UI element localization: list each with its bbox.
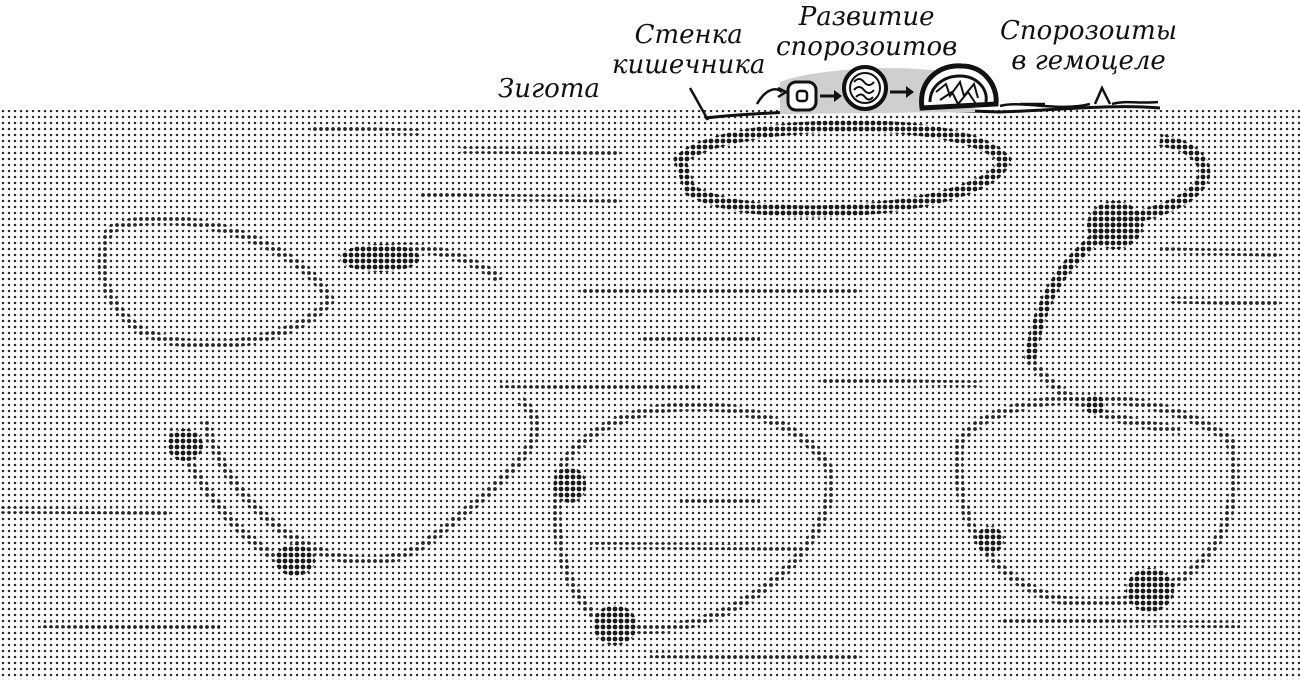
- label-sporozoites-hemocoel: Спорозоиты в гемоцеле: [1000, 16, 1177, 76]
- label-zygote: Зигота: [498, 74, 600, 104]
- label-development-line1: Развитие: [798, 2, 935, 32]
- label-sporozoites-line2: в гемоцеле: [1011, 46, 1166, 76]
- tissue-streaks: [0, 125, 1281, 661]
- label-sporozoites-line1: Спорозоиты: [1000, 16, 1177, 46]
- zygote-icon: [755, 80, 818, 112]
- mature-oocyst-icon: [919, 63, 999, 111]
- developing-oocyst-icon: [842, 65, 888, 111]
- label-development-line2: спорозоитов: [776, 32, 958, 62]
- label-sporozoite-development: Развитие спорозоитов: [776, 2, 957, 62]
- label-intestine-wall-line1: Стенка: [634, 20, 743, 50]
- cell-nuclei: [167, 201, 1174, 645]
- label-intestine-wall: Стенка кишечника: [612, 20, 765, 80]
- sporozoites-icon: [999, 85, 1159, 109]
- arrow-2-icon: [890, 86, 914, 98]
- wall-pointer-line: [688, 87, 710, 121]
- arrow-1-icon: [820, 90, 842, 102]
- label-intestine-wall-line2: кишечника: [612, 50, 766, 80]
- label-zygote-text: Зигота: [498, 74, 600, 104]
